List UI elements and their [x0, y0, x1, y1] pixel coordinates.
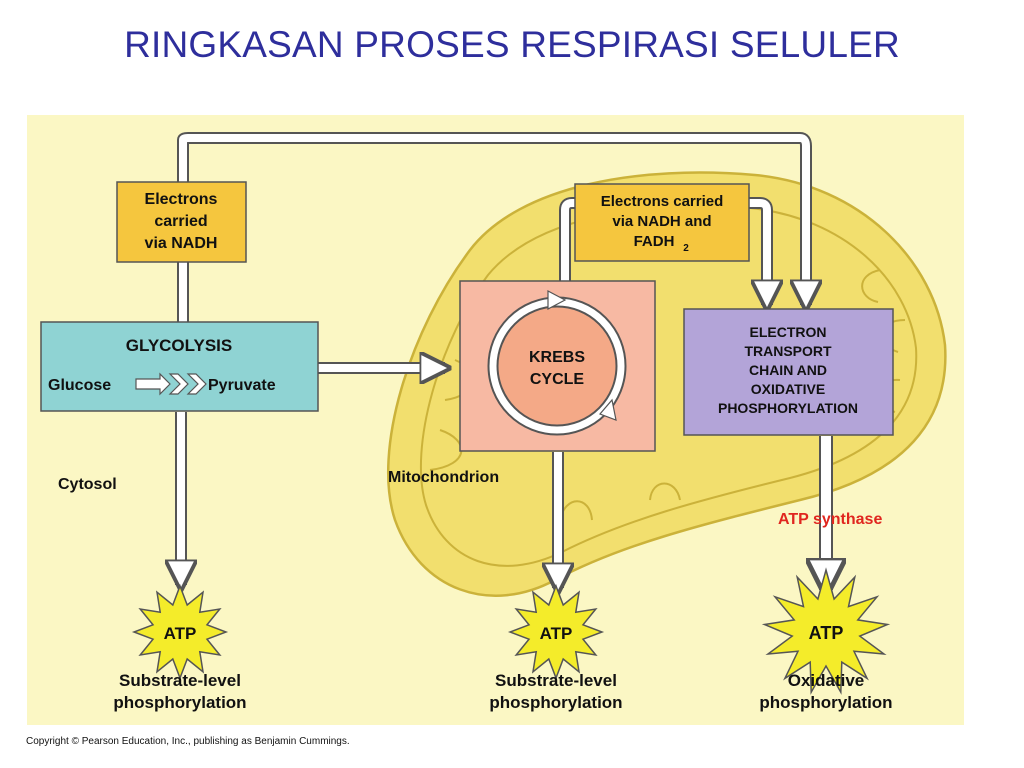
pyruvate-label: Pyruvate	[208, 377, 276, 394]
atp-badge-1: ATP	[164, 624, 197, 643]
etc-line5: PHOSPHORYLATION	[718, 400, 858, 416]
caption-3-line2: phosphorylation	[759, 693, 892, 712]
electrons-nadh-line3: via NADH	[145, 235, 218, 252]
krebs-label-line1: KREBS	[529, 349, 585, 366]
etc-line4: OXIDATIVE	[751, 381, 825, 397]
krebs-label-line2: CYCLE	[530, 371, 585, 388]
electrons-nadh-fadh-line1: Electrons carried	[601, 193, 724, 210]
atp-badge-3: ATP	[809, 623, 844, 643]
electrons-nadh-fadh-line2: via NADH and	[612, 213, 711, 230]
mitochondrion-label: Mitochondrion	[388, 469, 499, 486]
atp-star-1: ATP	[131, 583, 229, 681]
caption-1-line2: phosphorylation	[113, 693, 246, 712]
atp-star-2: ATP	[507, 583, 605, 681]
atp-synthase-label: ATP synthase	[778, 511, 882, 528]
etc-box	[683, 308, 894, 436]
copyright-notice: Copyright © Pearson Education, Inc., pub…	[26, 736, 350, 747]
atp-star-3: ATP	[761, 567, 891, 695]
etc-line3: CHAIN AND	[749, 362, 827, 378]
slide-title: RINGKASAN PROSES RESPIRASI SELULER	[124, 24, 900, 65]
caption-2-line1: Substrate-level	[495, 671, 617, 690]
krebs-cycle-arrowhead-top	[547, 290, 567, 310]
atp-arrows	[181, 412, 826, 590]
etc-line1: ELECTRON	[750, 324, 827, 340]
electrons-nadh-line1: Electrons	[145, 191, 218, 208]
electrons-nadh-fadh-box	[574, 183, 750, 262]
fadh-label: FADH	[634, 233, 675, 250]
caption-3-line1: Oxidative	[788, 671, 865, 690]
fadh-subscript: 2	[683, 243, 689, 254]
atp-badge-2: ATP	[540, 624, 573, 643]
glycolysis-steps-arrows	[135, 372, 207, 396]
electrons-nadh-line2: carried	[154, 213, 207, 230]
caption-2-line2: phosphorylation	[489, 693, 622, 712]
glucose-label: Glucose	[48, 377, 111, 394]
glycolysis-heading: GLYCOLYSIS	[126, 336, 232, 355]
caption-1-line1: Substrate-level	[119, 671, 241, 690]
etc-line2: TRANSPORT	[744, 343, 832, 359]
krebs-cycle-arrowhead-bottom	[598, 398, 617, 421]
cytosol-label: Cytosol	[58, 476, 117, 493]
glycolysis-box	[40, 321, 319, 412]
electrons-nadh-box	[116, 181, 247, 263]
